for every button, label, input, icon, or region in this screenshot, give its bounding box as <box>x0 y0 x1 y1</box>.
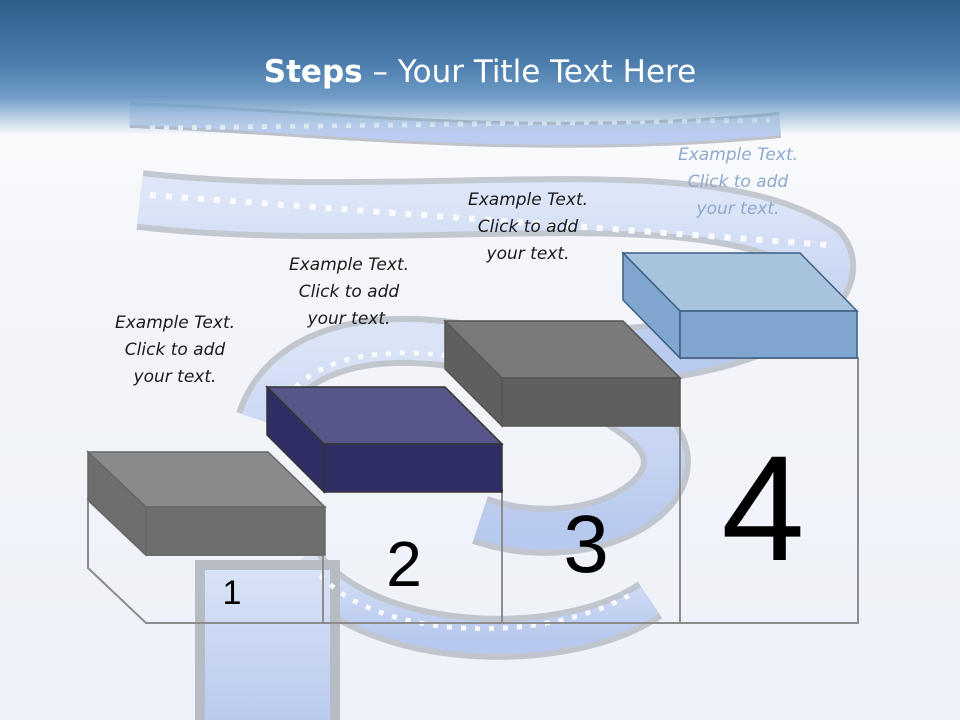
title-bold: Steps <box>263 54 363 90</box>
step-1-caption[interactable]: Example Text. Click to add your text. <box>75 310 275 391</box>
caption-line: Example Text. <box>677 145 799 165</box>
step-4-block[interactable] <box>621 251 859 360</box>
caption-line: your text. <box>307 309 391 329</box>
step-2-number: 2 <box>386 528 422 600</box>
step-4-number: 4 <box>721 424 804 592</box>
step-1-number: 1 <box>223 574 242 612</box>
step-3-block[interactable] <box>443 319 682 428</box>
caption-line: Click to add <box>687 172 789 192</box>
slide-title: Steps – Your Title Text Here <box>0 54 960 90</box>
caption-line: your text. <box>133 367 217 387</box>
caption-line: your text. <box>486 244 570 264</box>
caption-line: your text. <box>696 199 780 219</box>
caption-line: Click to add <box>124 340 226 360</box>
step-2-block[interactable] <box>265 385 504 494</box>
step-4-caption[interactable]: Example Text. Click to add your text. <box>638 142 838 223</box>
caption-line: Example Text. <box>288 255 410 275</box>
caption-line: Example Text. <box>467 190 589 210</box>
caption-line: Click to add <box>298 282 400 302</box>
step-1-block[interactable] <box>86 450 327 557</box>
caption-line: Click to add <box>477 217 579 237</box>
step-3-number: 3 <box>563 499 609 590</box>
step-3-caption[interactable]: Example Text. Click to add your text. <box>428 187 628 268</box>
title-rest: – Your Title Text Here <box>362 54 697 90</box>
caption-line: Example Text. <box>114 313 236 333</box>
title-bar <box>0 0 960 135</box>
step-2-caption[interactable]: Example Text. Click to add your text. <box>249 252 449 333</box>
